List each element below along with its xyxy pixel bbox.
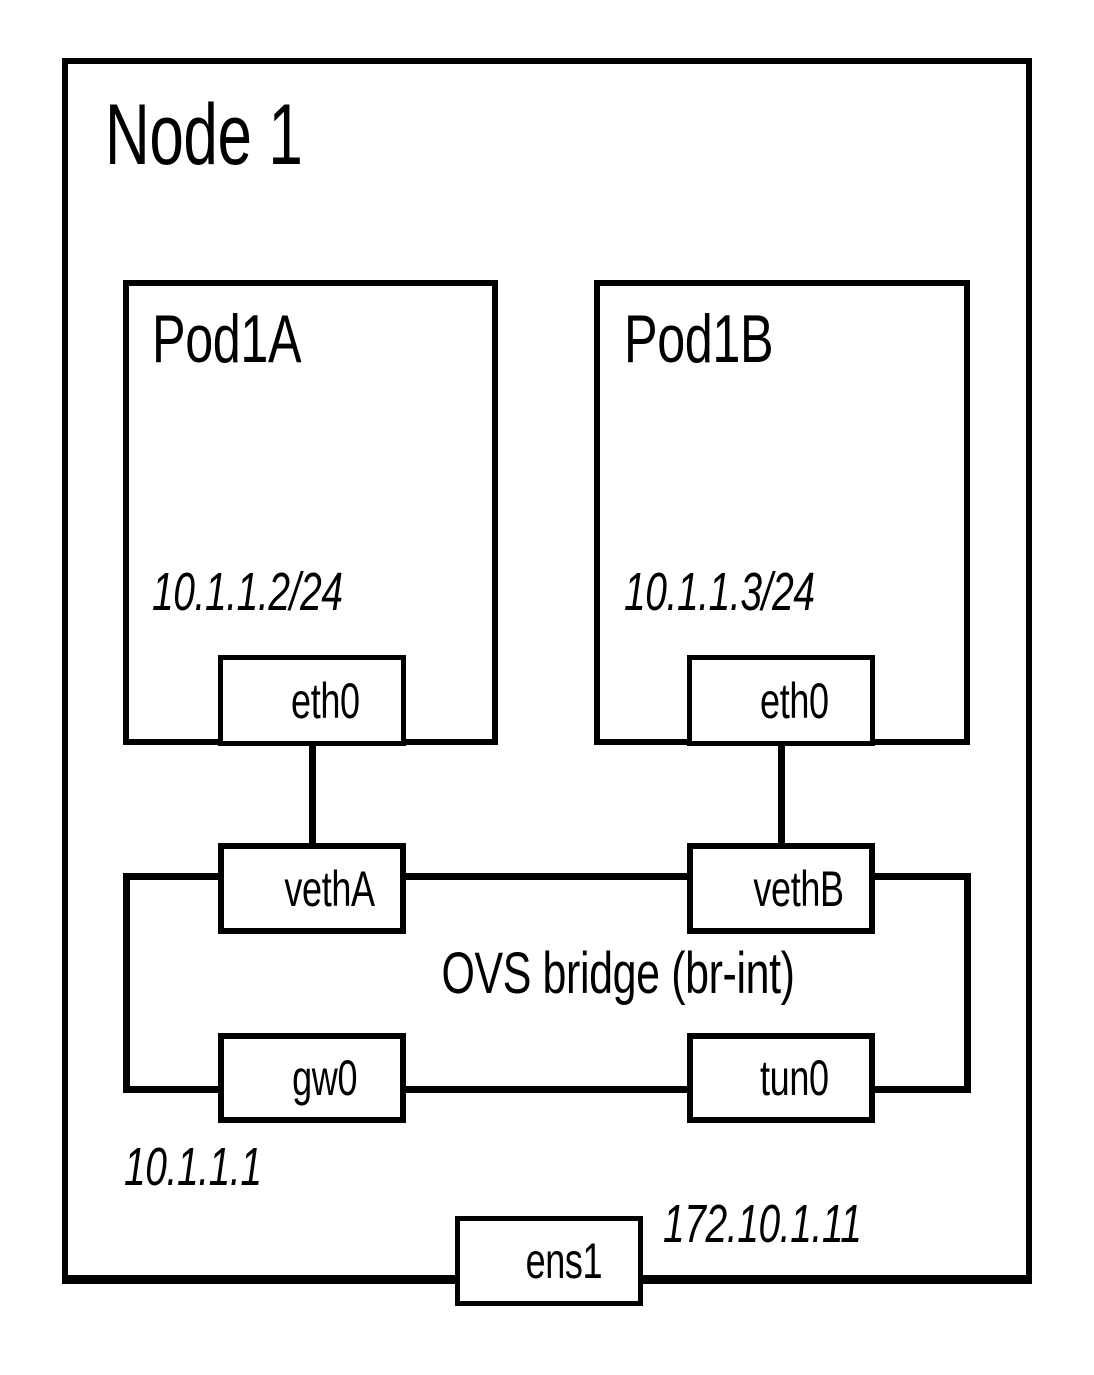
bridge-rail-bottom-right-segment [868, 1086, 971, 1093]
bridge-port-label-vethb: vethB [753, 860, 844, 917]
bridge-title: OVS bridge (br-int) [441, 941, 795, 1006]
connector-node-bottom-left [62, 1278, 462, 1284]
connector-pod1a-eth0-to-vetha [309, 745, 316, 845]
bridge-port-ip-gw0: 10.1.1.1 [124, 1137, 262, 1197]
pod-ip-pod1b: 10.1.1.3/24 [624, 562, 815, 622]
connector-gw0-to-tun0 [400, 1086, 693, 1093]
interface-label-pod1a-eth0: eth0 [291, 672, 360, 729]
connector-vetha-to-vethb [400, 873, 693, 880]
bridge-rail-top-left-segment [123, 873, 225, 880]
bridge-port-box-vetha: vethA [218, 843, 406, 934]
bridge-port-box-tun0: tun0 [687, 1033, 875, 1123]
interface-label-pod1b-eth0: eth0 [760, 672, 829, 729]
interface-box-pod1a-eth0: eth0 [218, 655, 406, 746]
connector-pod1b-eth0-to-vethb [778, 745, 785, 845]
pod-title-pod1b: Pod1B [624, 301, 774, 377]
pod-title-pod1a: Pod1A [152, 301, 302, 377]
bridge-port-label-tun0: tun0 [760, 1050, 829, 1106]
bridge-port-box-gw0: gw0 [218, 1033, 406, 1123]
bridge-port-label-vetha: vethA [284, 860, 375, 917]
bridge-rail-left [123, 873, 130, 1093]
bridge-rail-right [964, 873, 971, 1093]
uplink-ip-ens1: 172.10.1.11 [663, 1194, 862, 1254]
bridge-port-label-gw0: gw0 [292, 1050, 358, 1106]
connector-node-bottom-right [638, 1278, 1032, 1284]
node-title: Node 1 [105, 87, 303, 183]
pod-ip-pod1a: 10.1.1.2/24 [152, 562, 343, 622]
uplink-interface-box-ens1: ens1 [455, 1216, 643, 1306]
interface-box-pod1b-eth0: eth0 [687, 655, 875, 746]
bridge-port-box-vethb: vethB [687, 843, 875, 934]
bridge-rail-top-right-segment [868, 873, 971, 880]
bridge-rail-bottom-left-segment [123, 1086, 225, 1093]
uplink-interface-label-ens1: ens1 [525, 1233, 603, 1289]
